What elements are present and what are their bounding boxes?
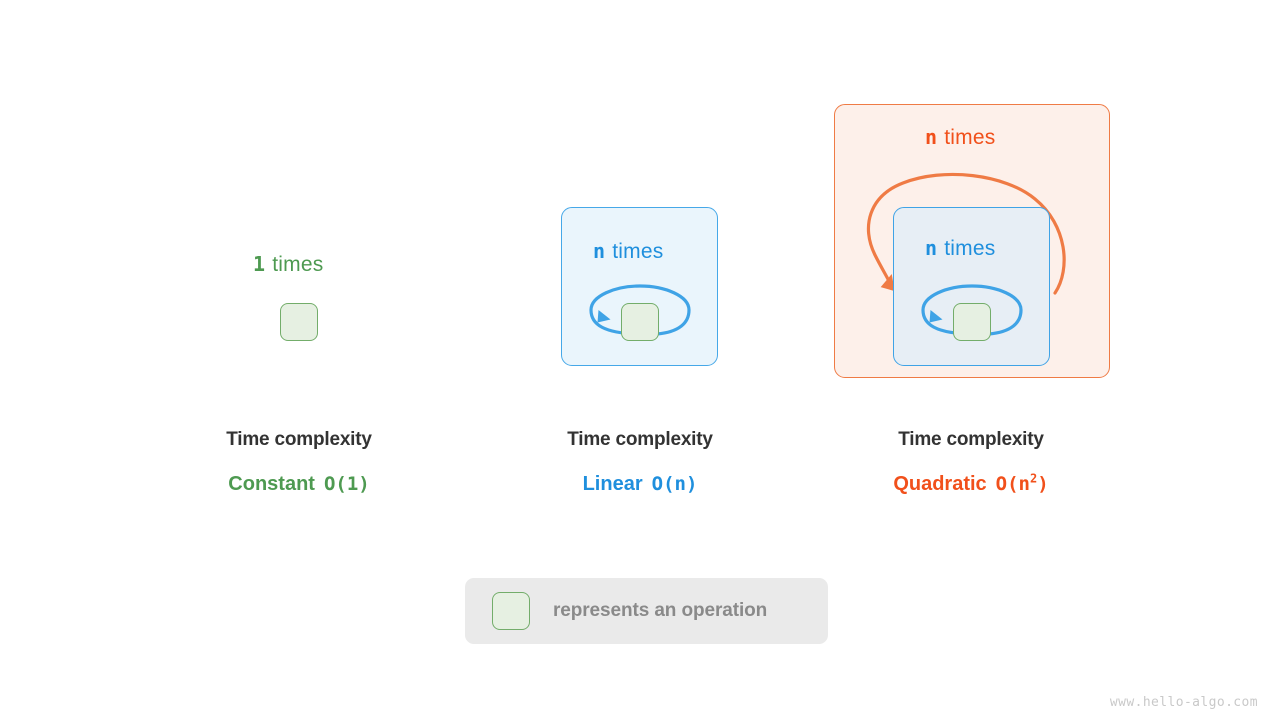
constant-times-word: times <box>272 253 324 276</box>
quadratic-inner-count-value: n <box>925 236 938 260</box>
linear-count-value: n <box>593 239 606 263</box>
complexity-big-o-base: O(n <box>995 473 1030 495</box>
caption-complexity-value: Linear O(n) <box>490 473 790 496</box>
linear-times-word: times <box>612 240 664 263</box>
caption-title: Time complexity <box>898 429 1044 450</box>
complexity-big-o-exponent: 2 <box>1030 471 1038 486</box>
operation-box <box>280 303 318 341</box>
constant-times-label: 1 times <box>253 252 323 277</box>
operation-box <box>621 303 659 341</box>
complexity-big-o: O(n) <box>651 473 698 495</box>
complexity-big-o: O(1) <box>323 473 370 495</box>
complexity-big-o: O(n2) <box>987 473 1049 495</box>
quadratic-inner-loop-container <box>893 207 1050 366</box>
quadratic-outer-times-word: times <box>944 126 996 149</box>
quadratic-outer-count-value: n <box>925 125 938 149</box>
constant-count-value: 1 <box>253 252 266 276</box>
complexity-name: Linear <box>582 473 643 495</box>
caption-constant: Time complexity Constant O(1) <box>149 429 449 496</box>
operation-box <box>953 303 991 341</box>
operation-box-swatch-icon <box>492 592 530 630</box>
legend-panel: represents an operation <box>465 578 828 644</box>
linear-loop-container <box>561 207 718 366</box>
caption-title: Time complexity <box>567 429 713 450</box>
complexity-name: Quadratic <box>893 473 987 495</box>
complexity-big-o-suffix: ) <box>1037 473 1049 495</box>
caption-complexity-value: Constant O(1) <box>149 473 449 496</box>
legend-label: represents an operation <box>553 600 768 621</box>
complexity-name: Constant <box>228 473 315 495</box>
caption-linear: Time complexity Linear O(n) <box>490 429 790 496</box>
watermark-url: www.hello-algo.com <box>1109 695 1258 710</box>
caption-title: Time complexity <box>226 429 372 450</box>
quadratic-inner-times-word: times <box>944 237 996 260</box>
